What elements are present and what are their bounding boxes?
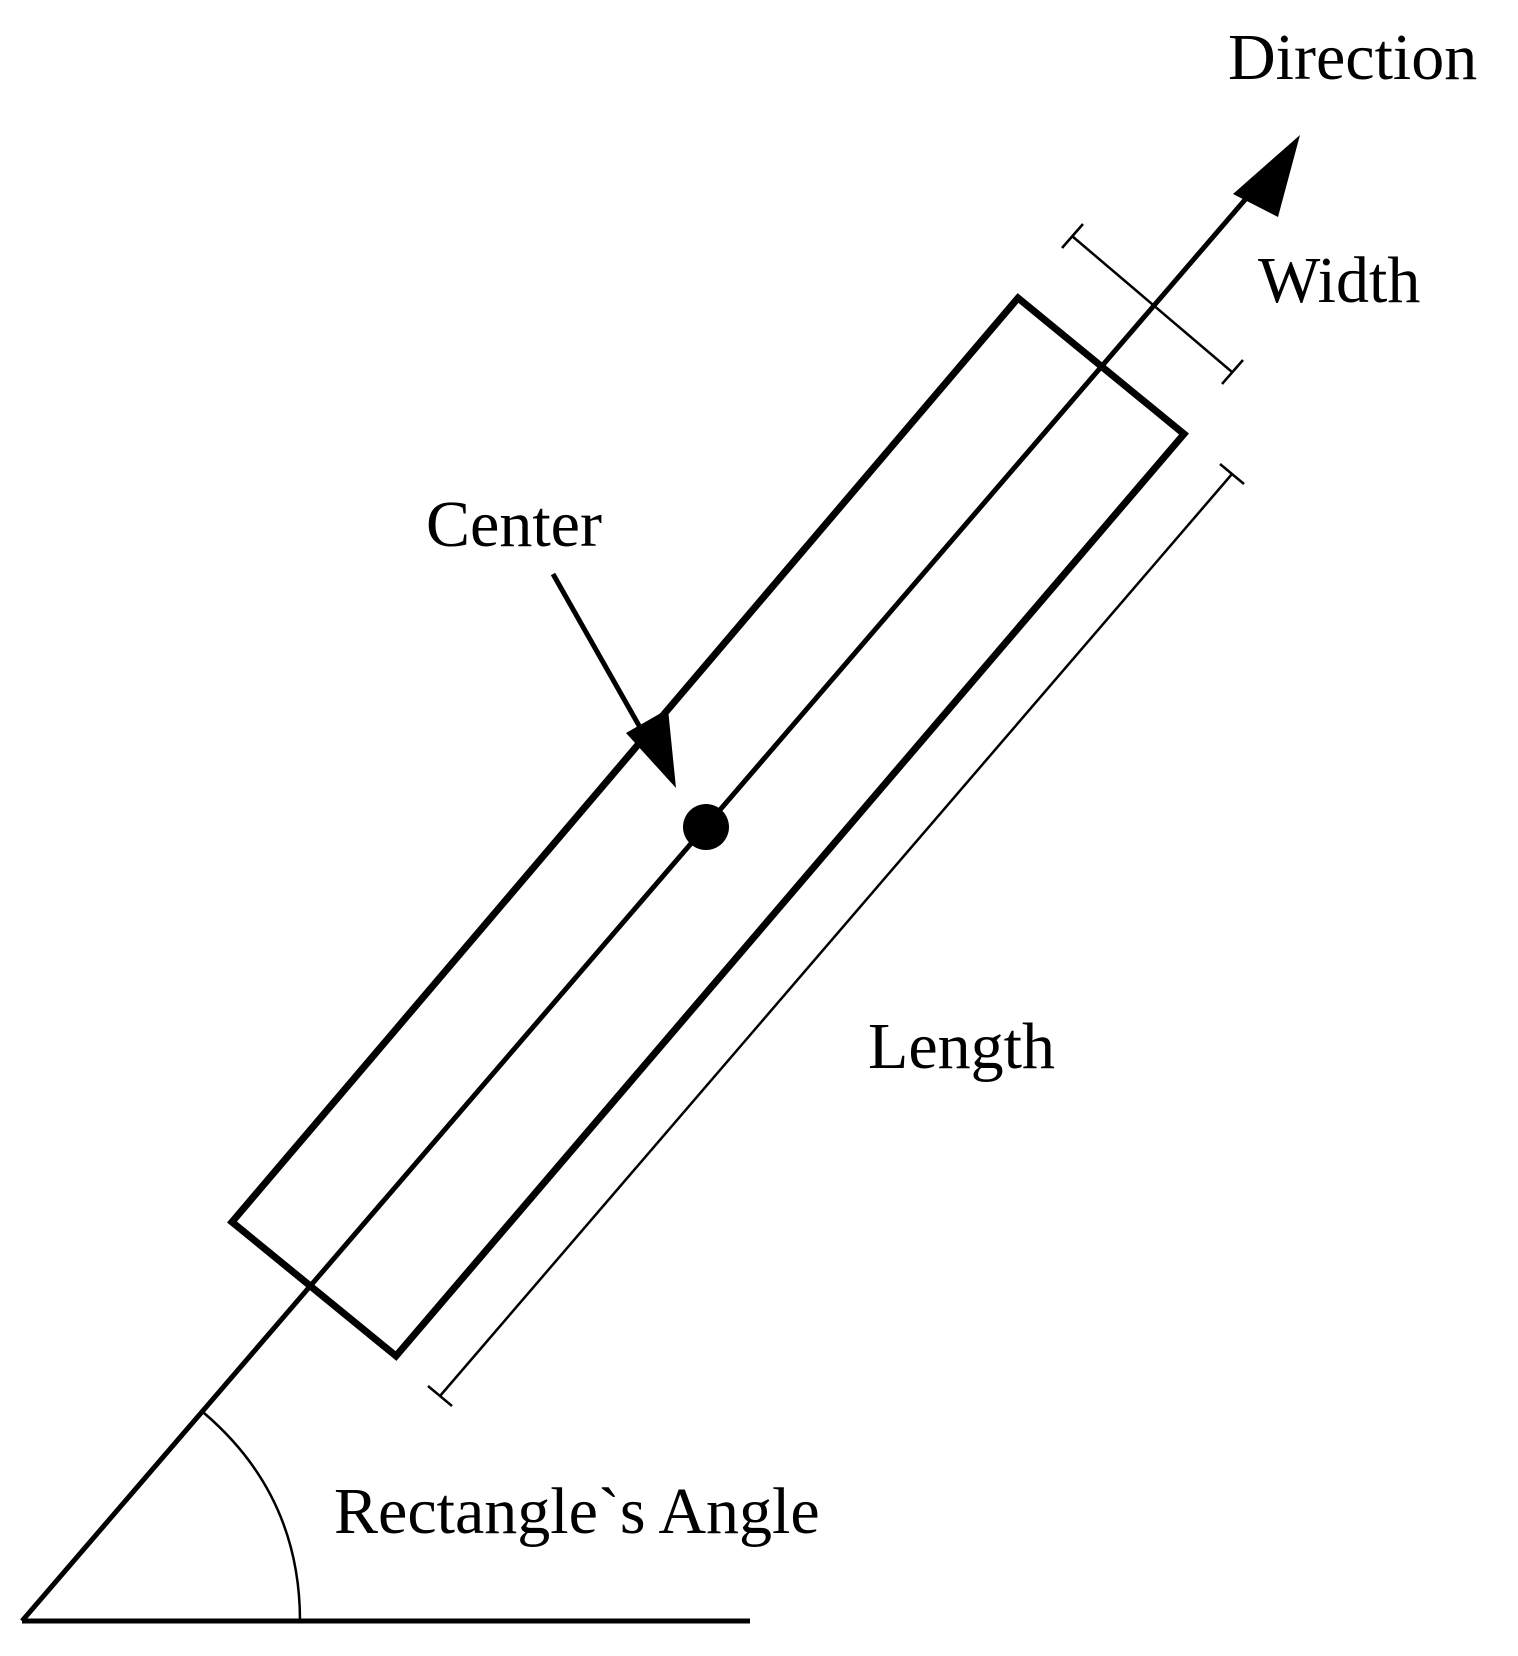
length-dimension-tick-start bbox=[1219, 463, 1245, 485]
rectangle-outline bbox=[227, 293, 1189, 1361]
direction-arrowhead bbox=[1233, 135, 1300, 217]
angle-label: Rectangle`s Angle bbox=[334, 1475, 820, 1548]
center-dot bbox=[683, 804, 729, 850]
center-pointer-arrowhead bbox=[626, 709, 676, 788]
length-label: Length bbox=[868, 1010, 1055, 1083]
angle-arc bbox=[203, 1412, 302, 1622]
center-label: Center bbox=[426, 488, 602, 561]
direction-axis bbox=[20, 178, 1264, 1623]
width-label: Width bbox=[1258, 244, 1420, 317]
width-dimension-tick-start bbox=[1061, 223, 1084, 249]
length-dimension-tick-end bbox=[427, 1385, 453, 1407]
center-pointer-line bbox=[550, 572, 653, 747]
length-dimension-line bbox=[439, 473, 1233, 1397]
direction-label: Direction bbox=[1228, 21, 1477, 94]
width-dimension-tick-end bbox=[1221, 359, 1244, 385]
width-dimension-line bbox=[1071, 235, 1233, 373]
